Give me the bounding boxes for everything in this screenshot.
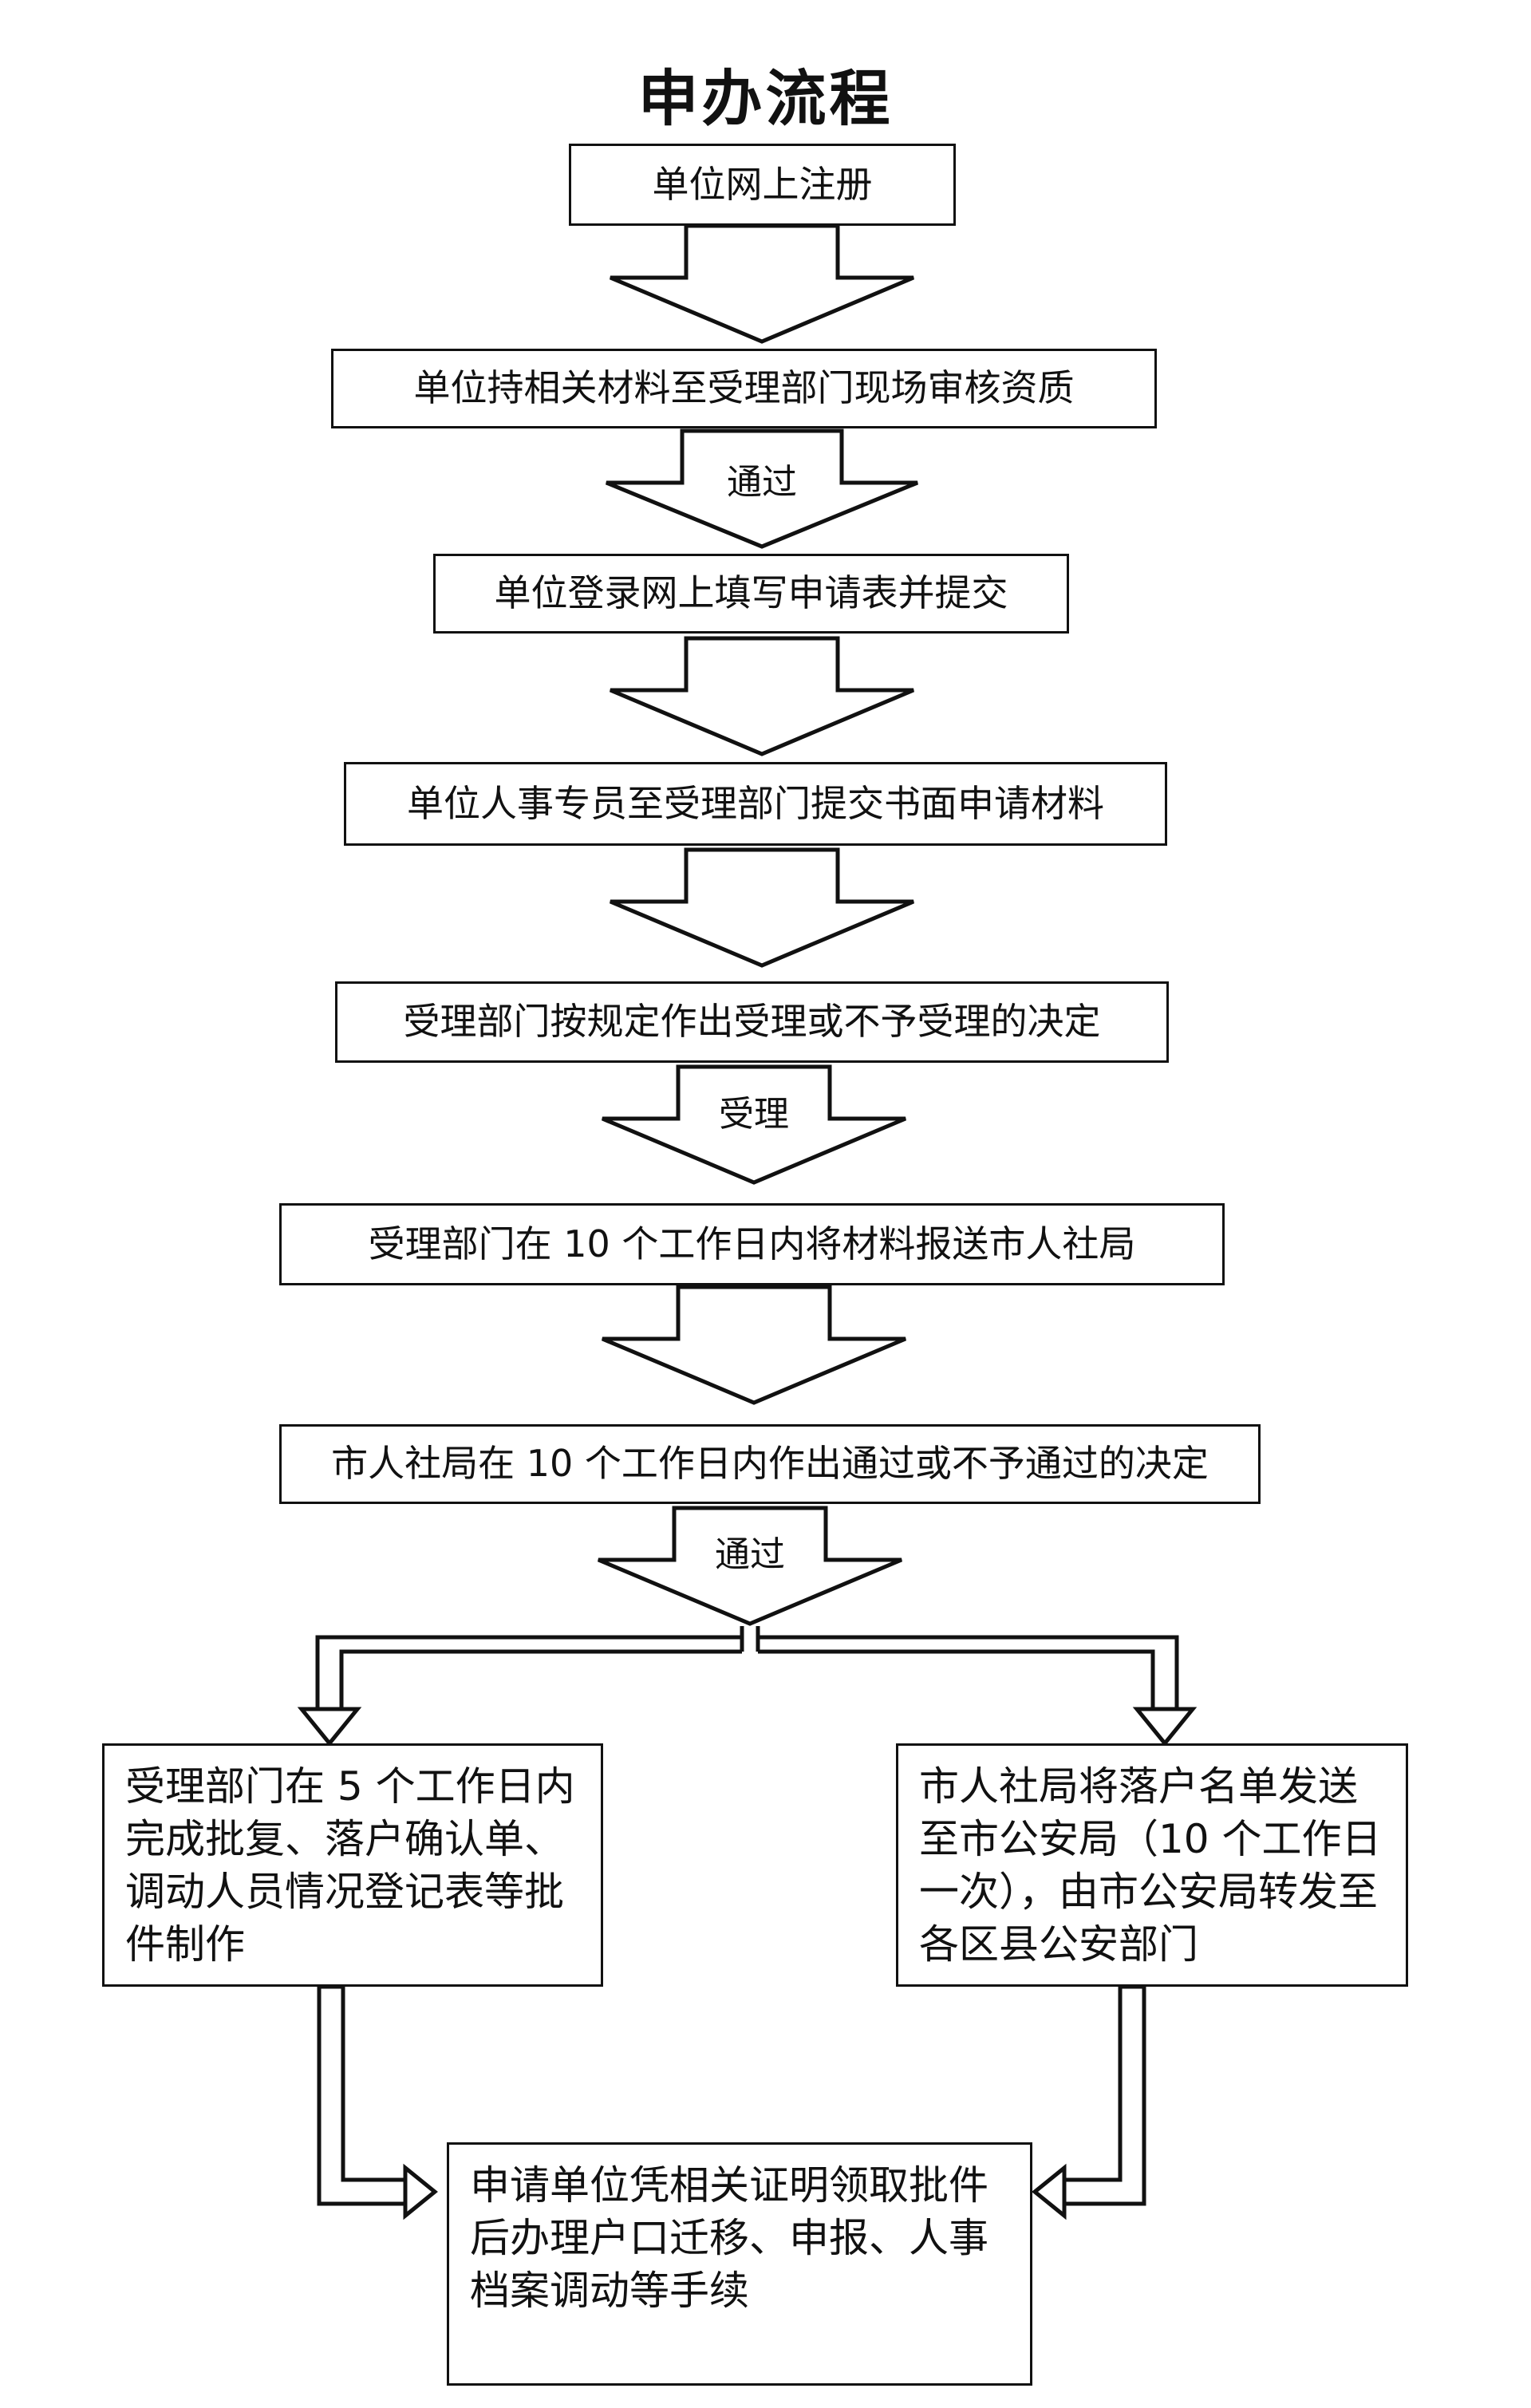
arrow-label-accept: 受理 [719,1094,789,1135]
step-final-procedures: 申请单位凭相关证明领取批件后办理户口迁移、申报、人事档案调动等手续 [447,2142,1032,2386]
arrow-right-branch-head [1132,1707,1198,1747]
arrow-down-1 [610,223,914,344]
step-submit-materials: 单位人事专员至受理部门提交书面申请材料 [344,762,1167,846]
split-connector [315,1626,1179,1709]
step-approval-documents: 受理部门在 5 个工作日内完成批复、落户确认单、调动人员情况登记表等批件制作 [102,1743,603,1987]
arrow-down-4 [610,847,914,968]
arrow-left-branch-head [297,1707,362,1747]
step-forward-materials: 受理部门在 10 个工作日内将材料报送市人社局 [279,1203,1225,1285]
step-online-application: 单位登录网上填写申请表并提交 [433,554,1069,634]
step-police-notification: 市人社局将落户名单发送至市公安局（10 个工作日一次），由市公安局转发至各区县公… [896,1743,1408,1987]
step-acceptance-decision: 受理部门按规定作出受理或不予受理的决定 [335,981,1169,1063]
arrow-down-7 [598,1506,902,1626]
arrow-down-2 [606,428,918,549]
step-bureau-decision: 市人社局在 10 个工作日内作出通过或不予通过的决定 [279,1424,1261,1504]
arrow-label-pass-1: 通过 [727,462,797,503]
arrow-left-elbow-head [403,2163,438,2220]
elbow-connectors [317,1984,1146,2206]
arrow-right-elbow-head [1032,2163,1067,2220]
arrow-label-pass-2: 通过 [715,1534,785,1575]
arrow-down-6 [602,1285,906,1405]
step-online-register: 单位网上注册 [569,144,956,226]
arrow-down-3 [610,636,914,756]
step-onsite-review: 单位持相关材料至受理部门现场审核资质 [331,349,1157,428]
page-title: 申办流程 [637,63,894,134]
arrow-down-5 [602,1064,906,1185]
